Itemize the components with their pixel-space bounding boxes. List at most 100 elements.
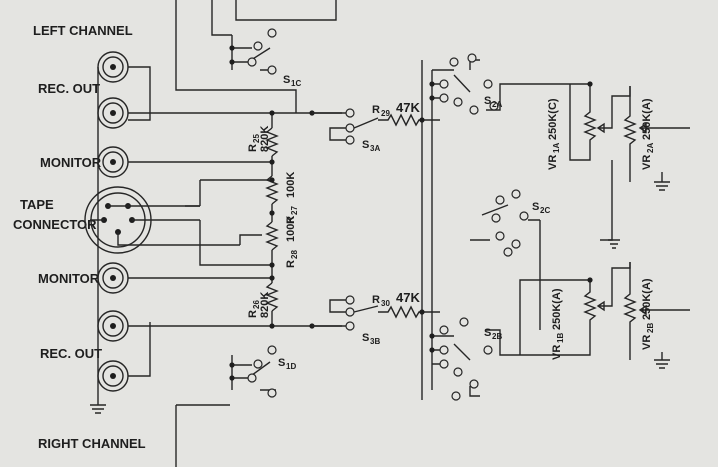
r26-sub: 26 bbox=[252, 300, 261, 309]
din-tape-connector bbox=[84, 186, 240, 254]
s2a-sub: 2A bbox=[492, 100, 502, 109]
pot-vr2a-wiper bbox=[638, 122, 690, 134]
s3a-sub: 3A bbox=[370, 144, 380, 153]
resistor-r28 bbox=[265, 221, 279, 251]
s3a-ref: S bbox=[362, 139, 369, 151]
rca-jack-rec-out-bottom bbox=[97, 310, 129, 342]
label-rec-out-bottom: REC. OUT bbox=[40, 346, 102, 361]
vr2b-value: 250K(A) bbox=[641, 278, 653, 320]
r30-sub: 30 bbox=[381, 299, 390, 308]
vr2b-ref: VR bbox=[641, 335, 653, 350]
vr2b-label: VR 2B 250K(A) bbox=[641, 278, 655, 350]
pot-vr2a bbox=[623, 86, 637, 182]
vr2b-sub: 2B bbox=[646, 323, 655, 333]
r25-label: R 25 820K bbox=[247, 126, 271, 152]
vr1b-sub: 1B bbox=[556, 333, 565, 343]
vr2a-ref: VR bbox=[641, 155, 653, 170]
r27-label: R 27 100K bbox=[285, 172, 299, 224]
wire-bus-left-top bbox=[175, 0, 297, 113]
vr2a-value: 250K(A) bbox=[641, 98, 653, 140]
rca-jack-monitor-top bbox=[97, 146, 129, 178]
vr1b-label: VR 1B 250K(A) bbox=[551, 288, 565, 360]
s1d-sub: 1D bbox=[286, 362, 296, 371]
r27-sub: 27 bbox=[290, 206, 299, 215]
vr1a-value: 250K(C) bbox=[547, 98, 559, 140]
rca-jack-monitor-bottom bbox=[97, 262, 129, 294]
r27-value: 100K bbox=[285, 172, 297, 198]
r26-ref: R bbox=[247, 310, 259, 318]
s3b-sub: 3B bbox=[370, 337, 380, 346]
vr1a-ref: VR bbox=[547, 155, 559, 170]
r28-label: R 28 100K bbox=[285, 216, 299, 268]
s2b-ref: S bbox=[484, 327, 491, 339]
vr1a-sub: 1A bbox=[552, 143, 561, 153]
rca-jack-left-channel bbox=[97, 51, 129, 83]
resistor-r26 bbox=[265, 282, 279, 312]
r28-value: 100K bbox=[285, 216, 297, 242]
r30-value: 47K bbox=[396, 290, 420, 305]
s2b-sub: 2B bbox=[492, 332, 502, 341]
r28-sub: 28 bbox=[290, 250, 299, 259]
switch-s2c bbox=[470, 189, 541, 330]
r29-ref: R bbox=[372, 104, 380, 116]
ground-symbol-vr2b bbox=[654, 352, 670, 369]
r25-sub: 25 bbox=[252, 134, 261, 143]
rca-jack-rec-out-top bbox=[97, 97, 129, 129]
r26-label: R 26 820K bbox=[247, 292, 271, 318]
s2a-ref: S bbox=[484, 95, 491, 107]
ground-symbol-centre bbox=[608, 239, 620, 249]
switch-s1c bbox=[229, 28, 277, 75]
r25-ref: R bbox=[247, 144, 259, 152]
r29-value: 47K bbox=[396, 100, 420, 115]
label-left-channel: LEFT CHANNEL bbox=[33, 23, 133, 38]
rca-jack-right-channel bbox=[97, 360, 129, 392]
label-right-channel: RIGHT CHANNEL bbox=[38, 436, 146, 451]
r27-ref: R bbox=[285, 216, 297, 224]
switch-s3b bbox=[312, 295, 379, 331]
s3b-ref: S bbox=[362, 332, 369, 344]
resistor-r29 bbox=[378, 113, 422, 127]
wire-vr1a-out bbox=[600, 86, 631, 241]
wire-left-top bbox=[128, 66, 151, 121]
switch-s2b bbox=[429, 317, 520, 401]
label-rec-out-top: REC. OUT bbox=[38, 81, 100, 96]
wire-s1c-feed bbox=[211, 0, 232, 36]
label-monitor-bottom: MONITOR bbox=[38, 271, 100, 286]
ground-symbol-vr2a bbox=[654, 172, 670, 191]
r28-ref: R bbox=[285, 260, 297, 268]
vr1b-ref: VR bbox=[551, 345, 563, 360]
vr2a-sub: 2A bbox=[646, 143, 655, 153]
switch-s3a bbox=[312, 108, 379, 145]
resistor-r30 bbox=[378, 305, 422, 319]
r29-sub: 29 bbox=[381, 109, 390, 118]
pot-vr1b-wiper bbox=[596, 300, 605, 312]
pot-vr1a-wiper bbox=[596, 122, 605, 134]
pot-vr2b bbox=[623, 262, 637, 360]
r25-value: 820K bbox=[259, 126, 271, 152]
label-connector: CONNECTOR bbox=[13, 217, 97, 232]
r30-ref: R bbox=[372, 294, 380, 306]
switch-s2a bbox=[429, 53, 570, 115]
pot-vr2b-wiper bbox=[638, 304, 690, 316]
wire-din-ladder bbox=[185, 179, 272, 266]
s1c-ref: S bbox=[283, 74, 290, 86]
vr2a-label: VR 2A 250K(A) bbox=[641, 98, 655, 170]
vr1a-label: VR 1A 250K(C) bbox=[547, 98, 561, 170]
resistor-r25 bbox=[265, 127, 279, 157]
bus-ties bbox=[422, 119, 440, 313]
s2c-sub: 2C bbox=[540, 206, 550, 215]
s2c-ref: S bbox=[532, 201, 539, 213]
vr1b-value: 250K(A) bbox=[551, 288, 563, 330]
switch-s1d bbox=[229, 345, 277, 398]
pot-vr1a bbox=[569, 83, 597, 161]
s1c-sub: 1C bbox=[291, 79, 301, 88]
ground-symbol-jacks bbox=[90, 376, 106, 414]
s1d-ref: S bbox=[278, 357, 285, 369]
label-tape: TAPE bbox=[20, 197, 54, 212]
r26-value: 820K bbox=[259, 292, 271, 318]
wire-top-loop bbox=[235, 0, 337, 21]
wire-right-bottom bbox=[128, 322, 151, 377]
wire-vr1b-out bbox=[604, 262, 631, 307]
